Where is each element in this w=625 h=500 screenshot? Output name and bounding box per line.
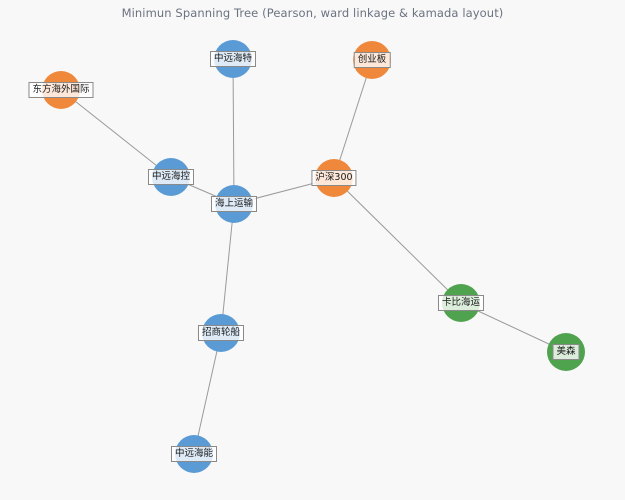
graph-node-label-haishangyunshu: 海上运输 (210, 196, 258, 212)
graph-edge (333, 177, 462, 304)
graph-node-label-zhongyuanhaite: 中远海特 (209, 51, 257, 67)
graph-node-label-zhongyuanhaikong: 中远海控 (147, 169, 195, 185)
graph-edge (333, 59, 373, 179)
graph-edge (220, 203, 235, 334)
edges-group (60, 58, 567, 455)
graph-node-label-meisen: 美森 (552, 344, 580, 360)
graph-edge (193, 332, 222, 455)
graph-node-label-zhongyuanhaineng: 中远海能 (170, 446, 218, 462)
chart-title: Minimun Spanning Tree (Pearson, ward lin… (121, 6, 504, 20)
graph-node-label-zhaoshanglunchuan: 招商轮船 (197, 325, 245, 341)
graph-node-label-chuangyeban: 创业板 (353, 52, 391, 68)
graph-node-label-hushen300: 沪深300 (311, 170, 357, 186)
graph-edge (232, 58, 235, 205)
graph-edge (60, 89, 172, 178)
graph-node-label-kabihaiyun: 卡比海运 (437, 295, 485, 311)
graph-node-label-dongfanghaiwai: 东方海外国际 (28, 82, 94, 98)
